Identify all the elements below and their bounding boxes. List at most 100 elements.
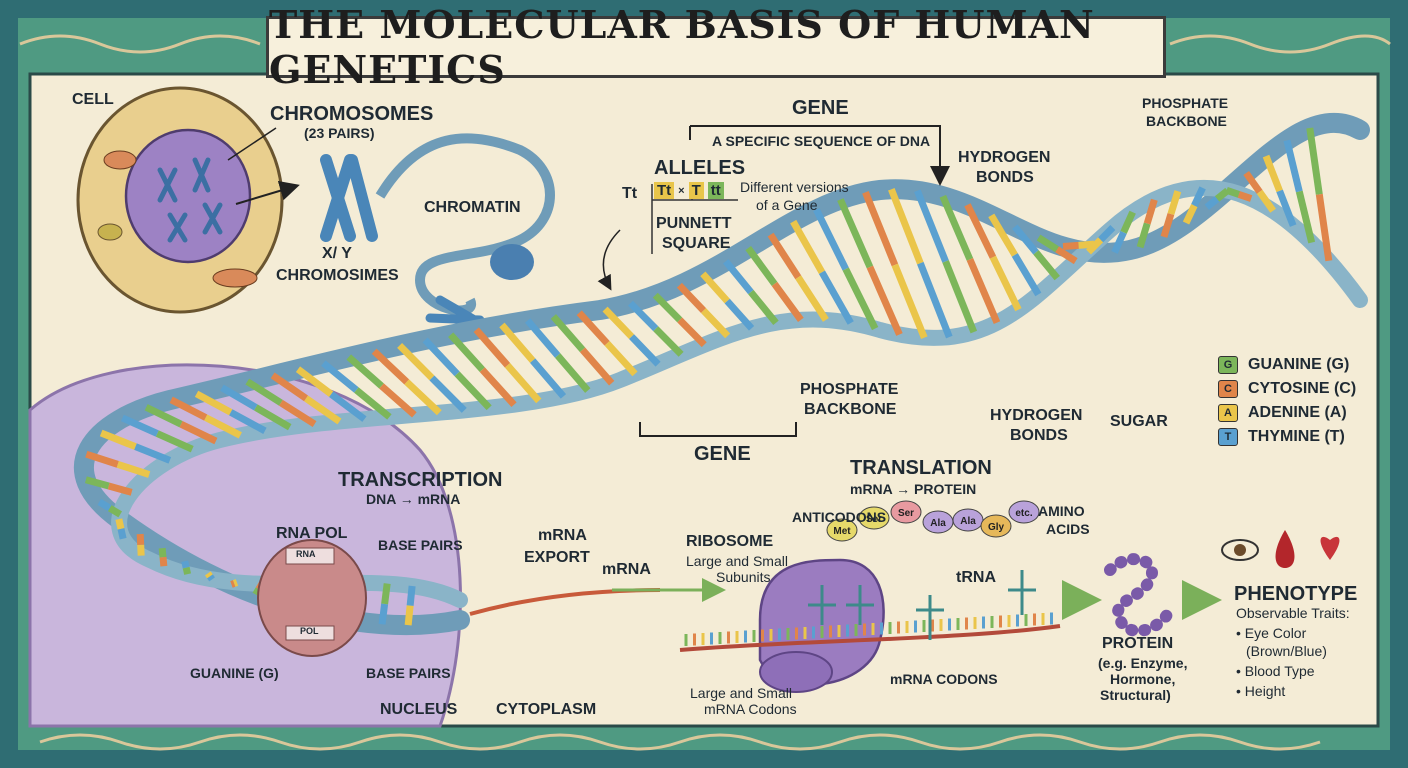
cell-to-chromosome-arrow — [235, 181, 300, 205]
base-pair-rung — [1012, 224, 1039, 255]
punnett-cross: × — [678, 184, 685, 197]
base-pair-rung — [745, 245, 778, 287]
base-pair-rung — [1315, 193, 1333, 262]
legend-swatch: C — [1218, 380, 1238, 398]
punnett-cell: tt — [707, 182, 724, 199]
chromatin-bead — [490, 244, 534, 280]
base-pair-rung — [499, 322, 536, 363]
base-pair-rung — [270, 372, 309, 402]
base-pair-rung — [329, 391, 367, 422]
base-pair-rung — [158, 547, 167, 558]
base-pair-rung — [530, 358, 567, 399]
base-pair-rung — [677, 317, 707, 348]
legend-label: THYMINE (T) — [1248, 428, 1345, 445]
amino-acid-label: Gly — [988, 522, 1005, 533]
phenotype-item: • Height — [1236, 683, 1286, 699]
chromosomes-sub: (23 PAIRS) — [304, 125, 375, 141]
base-pair-rung — [790, 219, 826, 275]
large-small-2: mRNA Codons — [704, 701, 797, 717]
gene-pointer — [690, 125, 950, 186]
base-pair-rung — [1143, 198, 1158, 225]
alleles-def-1: Different versions — [740, 179, 849, 195]
amino-acid-label: Ala — [960, 516, 976, 527]
base-pair-rung — [245, 378, 283, 406]
base-pair-rung — [653, 326, 684, 357]
translation-title: TRANSLATION — [850, 457, 992, 479]
legend-label: GUANINE (G) — [1248, 356, 1350, 373]
legend-thymine: T THYMINE (T) — [1218, 428, 1398, 446]
base-pair-rung — [888, 188, 924, 265]
phosphate-top-1: PHOSPHATE — [1142, 95, 1229, 111]
chromosomes-leader-line — [227, 127, 277, 161]
base-pair-rung — [723, 259, 754, 295]
base-pair-rung — [1160, 213, 1175, 238]
trna-label: tRNA — [956, 569, 996, 586]
base-pair-rung — [230, 580, 236, 588]
base-pair-rung — [1237, 191, 1253, 202]
base-pair-rung — [942, 260, 978, 334]
gene-bracket-label: GENE — [694, 443, 751, 465]
phenotype-item: • Blood Type — [1236, 663, 1315, 679]
base-pair-rung — [1225, 186, 1241, 198]
amino-acid-label: Ser — [898, 508, 914, 519]
xy-label: X/ Y — [322, 245, 352, 262]
gene-definition: A SPECIFIC SEQUENCE OF DNA — [712, 133, 931, 149]
base-pair-rung — [966, 258, 1001, 324]
punnett-label-2: SQUARE — [662, 235, 731, 252]
base-pair-rung — [914, 189, 949, 263]
base-pair-rung — [813, 208, 849, 271]
base-pair-rung — [404, 379, 442, 416]
amino-acid-label: Met — [833, 526, 851, 537]
base-pair-rung — [1256, 189, 1276, 213]
base-pair-rung — [220, 384, 258, 411]
base-pair-rung — [378, 603, 389, 625]
base-pair-rung — [1191, 186, 1206, 207]
base-pair-rung — [964, 203, 997, 259]
punnett-label-1: PUNNETT — [656, 215, 732, 232]
rna-tag: RNA — [296, 549, 316, 559]
mrna-track — [679, 624, 1061, 652]
xy-chromosome — [320, 154, 378, 242]
base-pair-rung — [939, 194, 974, 261]
translation-sub: mRNA → PROTEIN — [850, 481, 977, 497]
legend-swatch: A — [1218, 404, 1238, 422]
base-pair-rung — [179, 421, 218, 445]
chromosomes-label: CHROMOSOMES — [270, 103, 434, 125]
base-pair-rung — [181, 560, 190, 569]
base-pair-rung — [169, 396, 208, 421]
alleles-arrow — [597, 229, 621, 291]
trna-molecules — [808, 570, 1036, 640]
amino-acid-bead — [980, 514, 1012, 538]
base-pair-rung — [454, 371, 492, 411]
base-pair-rung — [579, 347, 615, 386]
base-pair-rung — [576, 310, 610, 346]
base-pair-rung — [1295, 190, 1316, 244]
base-pair-rung — [1262, 154, 1283, 193]
cell-label: CELL — [72, 91, 114, 108]
base-pair-rung — [304, 395, 342, 425]
base-pair-rung — [479, 367, 517, 408]
legend-swatch: G — [1218, 356, 1238, 374]
base-pair-rung — [629, 334, 661, 367]
legend-adenine: A ADENINE (A) — [1218, 404, 1398, 422]
protein-sub-2: Hormone, — [1110, 671, 1176, 687]
cytoplasm-label: CYTOPLASM — [496, 701, 597, 718]
punnett-cell: Tt — [654, 182, 675, 199]
mrna-label: mRNA — [602, 561, 651, 578]
amino-acid-bead — [1008, 500, 1040, 524]
pol-tag-box — [285, 625, 335, 641]
ribosome-sub-2: Subunits — [716, 569, 771, 585]
base-pair-rung — [1136, 222, 1151, 249]
base-pair-rung — [771, 281, 804, 322]
rna-tag-box — [285, 547, 335, 565]
amino-acid-label: Ala — [930, 518, 946, 529]
base-pair-rung — [107, 505, 123, 518]
border-helix-top-left — [19, 34, 261, 54]
base-pair-rung — [700, 271, 730, 304]
amino-acid-label: Ser — [866, 514, 882, 525]
base-pair-rung — [1011, 253, 1042, 297]
base-pair-rung — [1306, 127, 1323, 195]
base-pair-rung — [406, 585, 416, 606]
base-pair-rung — [701, 308, 731, 339]
